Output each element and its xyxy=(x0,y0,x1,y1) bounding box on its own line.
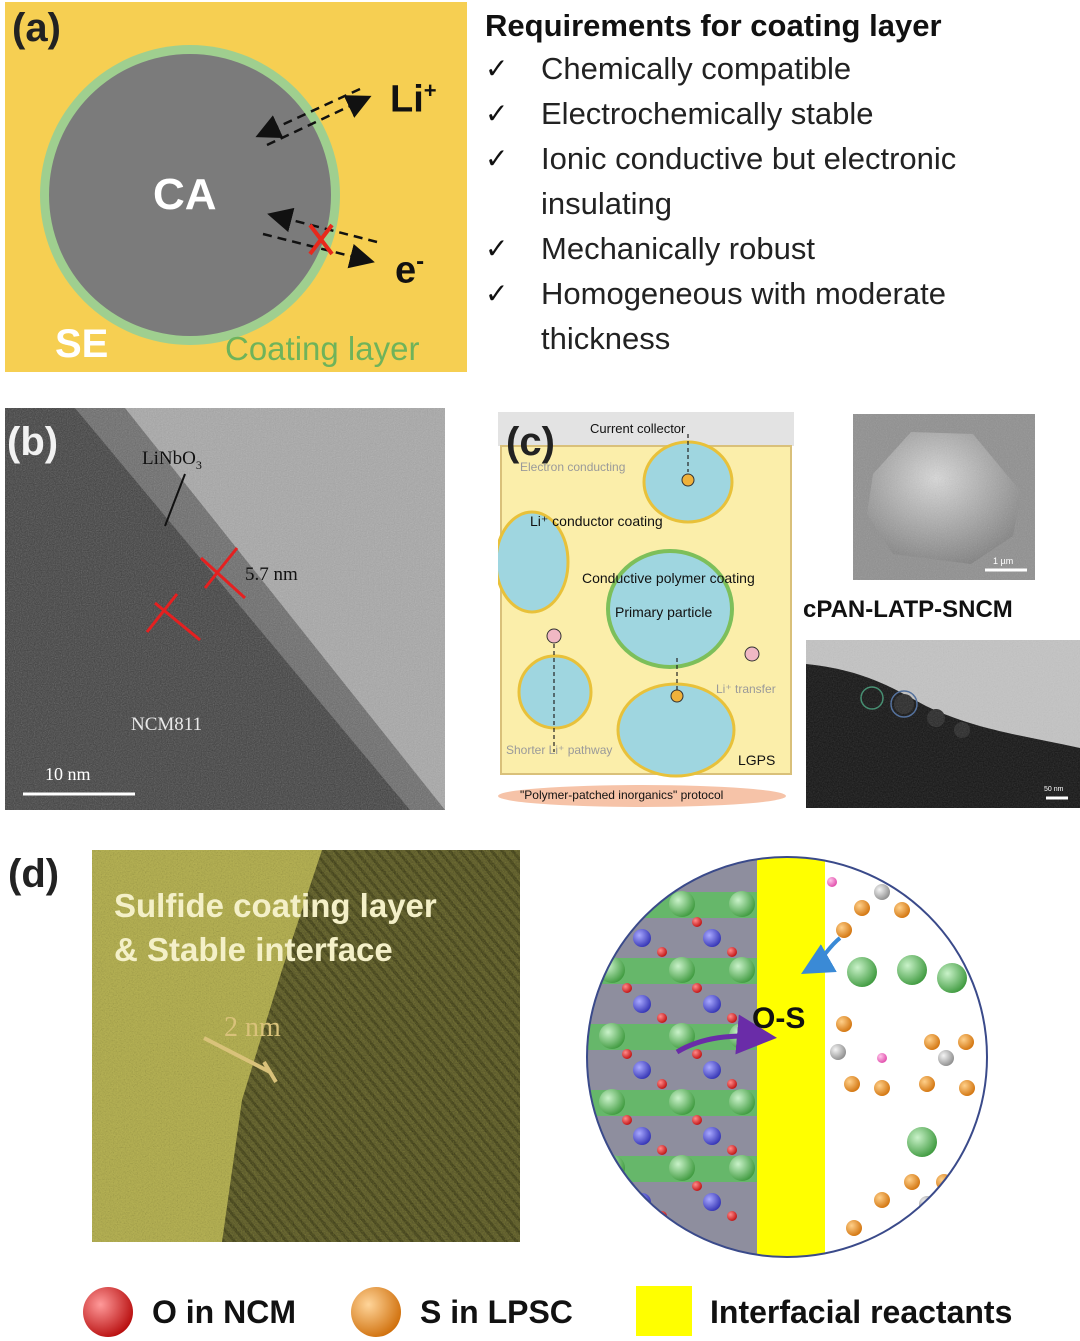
legend-o-label: O in NCM xyxy=(152,1294,296,1330)
tem-scale-label: 50 nm xyxy=(1044,786,1064,793)
panel-a-letter: (a) xyxy=(12,6,61,50)
panel-d-title-line2: & Stable interface xyxy=(114,931,393,968)
thickness-marker-inner xyxy=(154,601,201,642)
lattice-scale-line xyxy=(203,1036,271,1074)
oxygen-migration-arrow xyxy=(675,1014,777,1055)
tem-micrograph xyxy=(5,408,445,810)
legend: O in NCM S in LPSC Interfacial reactants xyxy=(0,1282,1080,1341)
li-text: Li xyxy=(390,78,424,121)
oxygen-sphere-icon xyxy=(83,1287,133,1337)
sulfur-migration-arrow xyxy=(801,936,842,974)
lpsc-atoms xyxy=(827,877,980,1236)
particle-center xyxy=(606,549,734,669)
check-icon: ✓ xyxy=(485,277,509,310)
li-out-arrow xyxy=(266,95,372,147)
li-ion-label: Li+ xyxy=(390,78,437,122)
structure-circle-border xyxy=(586,856,988,1258)
current-collector-label: Current collector xyxy=(590,421,686,436)
electron-conducting-label: Electron conducting xyxy=(520,460,626,474)
panel-c-schematic: (c) Current collector Electron conductin… xyxy=(494,412,794,808)
tem-micrograph-c xyxy=(806,640,1080,808)
lattice-scale-tick xyxy=(262,1060,278,1084)
electron-marker xyxy=(670,689,684,703)
thickness-tick-outer xyxy=(203,547,239,589)
thickness-marker-outer xyxy=(199,556,247,600)
panel-c-letter: (c) xyxy=(506,420,555,464)
li-transfer-label: Li⁺ transfer xyxy=(716,682,776,696)
panel-d-hrtem-image: Sulfide coating layer & Stable interface… xyxy=(92,850,520,1242)
requirement-text: Chemically compatible xyxy=(541,51,852,86)
panel-d-title: Sulfide coating layer & Stable interface xyxy=(114,884,437,972)
requirements-list: Requirements for coating layer ✓ Chemica… xyxy=(485,8,1075,361)
check-icon: ✓ xyxy=(485,52,509,85)
coated-particle-diagram xyxy=(40,45,378,345)
requirement-text: Electrochemically stable xyxy=(541,96,874,131)
ncm811-label: NCM811 xyxy=(131,714,203,735)
reactant-swatch xyxy=(636,1286,692,1336)
requirement-item: ✓ Chemically compatible xyxy=(485,46,1075,91)
panel-d-letter: (d) xyxy=(8,852,60,896)
scale-bar-label: 10 nm xyxy=(45,764,91,784)
requirement-item: ✓ Electrochemically stable xyxy=(485,91,1075,136)
li-conductor-coating-label: Li⁺ conductor coating xyxy=(530,513,663,529)
lattice-scale-label: 2 nm xyxy=(224,1012,281,1043)
panel-a-schematic: (a) CA Li+ e- SE Coating layer xyxy=(5,2,467,372)
sem-scale-label: 1 µm xyxy=(993,556,1014,566)
particle-bottom xyxy=(616,682,736,778)
coating-pointer xyxy=(164,473,186,527)
li-ion-marker xyxy=(744,646,760,662)
check-icon: ✓ xyxy=(485,232,509,265)
thickness-label: 5.7 nm xyxy=(245,564,298,585)
thickness-tick-inner xyxy=(145,593,179,633)
panel-d-title-line1: Sulfide coating layer xyxy=(114,887,437,924)
requirement-item: ✓ Mechanically robust xyxy=(485,226,1075,271)
hrtem-micrograph xyxy=(92,850,520,1242)
li-ion-marker xyxy=(546,628,562,644)
electron-label: e- xyxy=(395,248,424,293)
protocol-banner xyxy=(498,785,786,807)
e-charge: - xyxy=(416,248,425,275)
material-name-label: cPAN-LATP-SNCM xyxy=(803,596,1013,623)
panel-b-tem-image: (b) LiNbO3 5.7 nm NCM811 10 nm xyxy=(5,408,445,810)
e-text: e xyxy=(395,249,417,292)
legend-s-label: S in LPSC xyxy=(420,1294,573,1330)
electron-marker xyxy=(681,473,695,487)
particle-bottom-left xyxy=(517,654,593,730)
requirement-text: Mechanically robust xyxy=(541,231,815,266)
coating-layer-label: Coating layer xyxy=(225,330,420,367)
requirements-title: Requirements for coating layer xyxy=(485,8,942,43)
atomic-structure-svg xyxy=(586,856,988,1258)
shorter-pathway-label: Shorter Li⁺ pathway xyxy=(506,743,613,757)
electrolyte-label: SE xyxy=(55,322,109,366)
li-in-arrow xyxy=(255,87,361,138)
interface-structure-diagram: O-S xyxy=(582,852,992,1262)
interfacial-reactant-band xyxy=(757,857,825,1257)
e-out-arrow xyxy=(262,232,375,269)
panel-b-letter: (b) xyxy=(7,420,59,464)
current-collector-bar xyxy=(498,412,794,446)
conductive-polymer-label: Conductive polymer coating xyxy=(582,570,755,586)
tem-image-c: 50 nm xyxy=(806,640,1080,808)
os-bond-label: O-S xyxy=(752,1002,806,1035)
sulfur-sphere-icon xyxy=(351,1287,401,1337)
sem-micrograph xyxy=(853,414,1035,580)
e-in-arrow xyxy=(267,207,378,244)
polymer-patched-schematic xyxy=(494,412,794,807)
primary-particle-label: Primary particle xyxy=(615,604,713,620)
li-charge: + xyxy=(423,78,437,103)
blocked-cross-icon xyxy=(308,223,334,256)
protocol-label: "Polymer-patched inorganics" protocol xyxy=(520,788,724,802)
check-icon: ✓ xyxy=(485,142,509,175)
lgps-label: LGPS xyxy=(738,752,776,768)
legend-reactant-label: Interfacial reactants xyxy=(710,1294,1013,1330)
particle-label: CA xyxy=(153,170,217,219)
linbo3-label: LiNbO3 xyxy=(142,448,202,472)
sem-image: 1 µm xyxy=(853,414,1035,580)
check-icon: ✓ xyxy=(485,97,509,130)
